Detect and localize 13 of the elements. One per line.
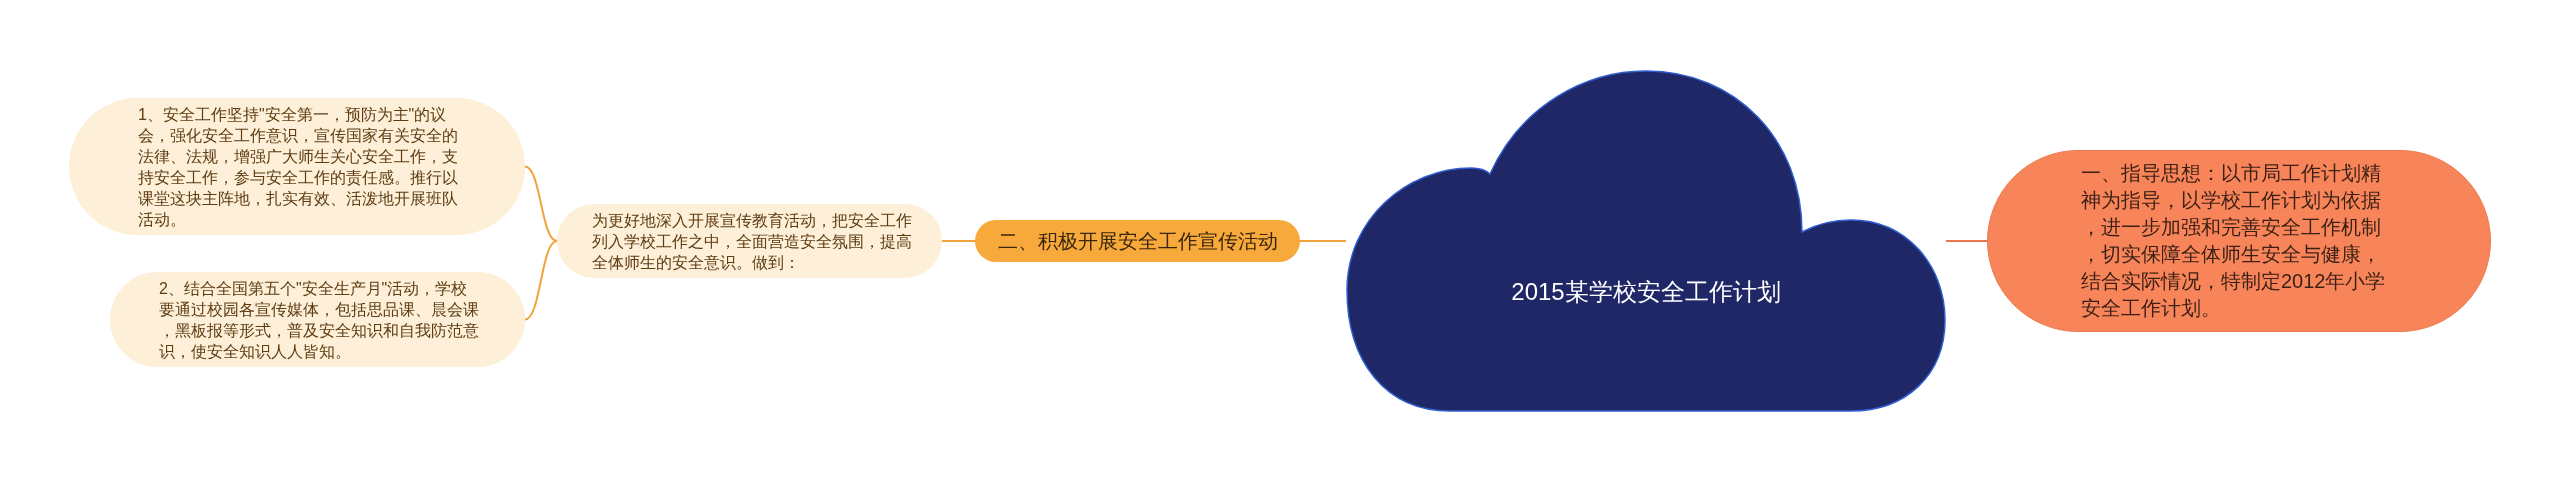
connector-line — [524, 165, 558, 242]
connector-line — [524, 240, 558, 321]
connector-line — [1299, 240, 1347, 242]
cloud-shape — [1346, 70, 1946, 412]
topic-pill — [975, 220, 1300, 262]
topic-text: 二、积极开展安全工作宣传活动 — [997, 229, 1278, 253]
connector-line — [1945, 240, 1988, 242]
connector-line — [941, 240, 976, 242]
topic-text: 2、结合全国第五个"安全生产月"活动，学校要通过校园各宣传媒体，包括思品课、晨会课，黑板报等形式，普及安全知识和自我防范意识，使安全知识人人皆知。 — [159, 278, 480, 362]
topic-text: 一、指导思想：以市局工作计划精神为指导，以学校工作计划为依据，进一步加强和完善安全工作机制，切实保障全体师生安全与健康，结合实际情况，特制定2012年小学安全工作计划。 — [2081, 161, 2387, 321]
topic-text: 为更好地深入开展宣传教育活动，把安全工作列入学校工作之中，全面营造安全氛围，提高全体师生的安全意识。做到： — [592, 210, 913, 273]
topic-text: 1、安全工作坚持"安全第一，预防为主"的议会，强化安全工作意识，宣传国家有关安全的法律、法规，增强广大师生关心安全工作，支持安全工作，参与安全工作的责任感。推行以课堂这块主阵地，扎实有效、活泼地开展班队活动。 — [138, 104, 459, 230]
topic-text: 2015某学校安全工作计划 — [1511, 278, 1781, 306]
